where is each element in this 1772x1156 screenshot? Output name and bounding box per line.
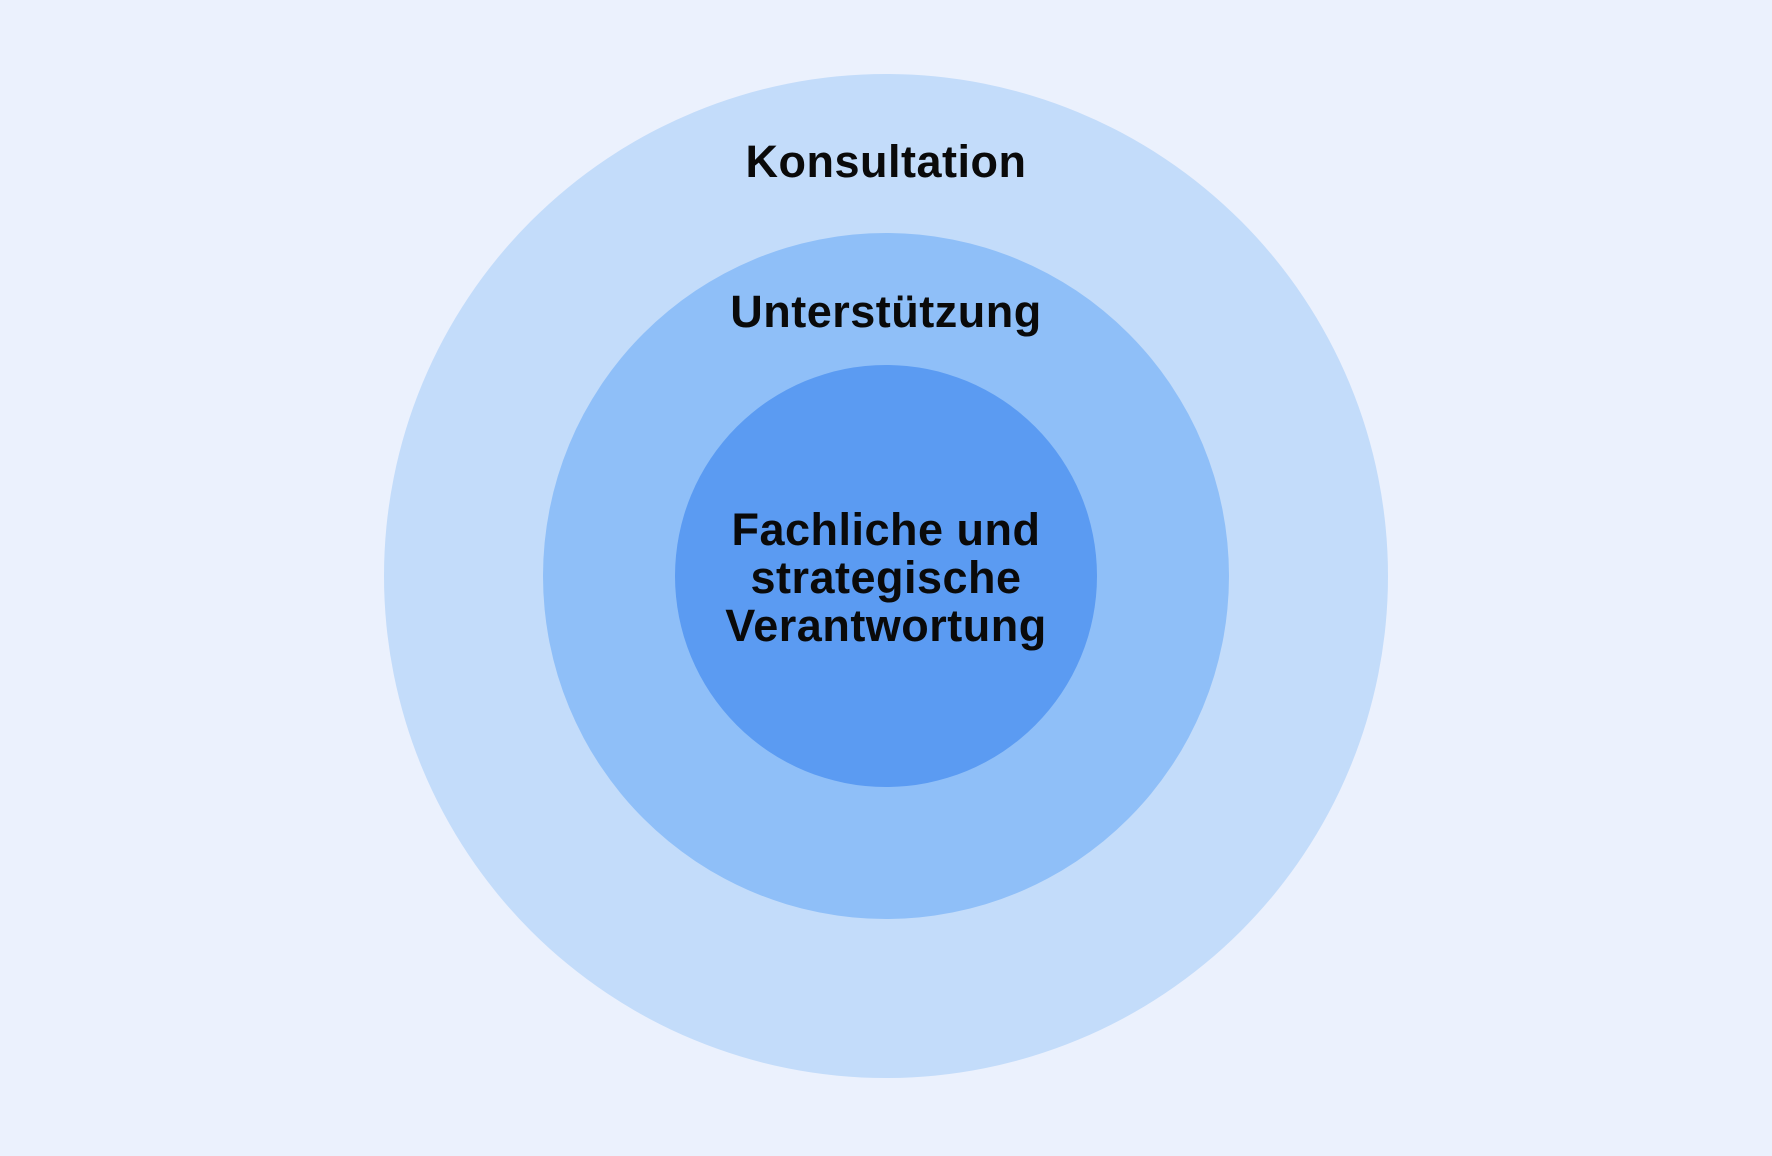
ring-label-verantwortung-line-2: strategische bbox=[750, 552, 1022, 603]
ring-label-konsultation: Konsultation bbox=[745, 136, 1027, 187]
ring-label-verantwortung-line-1: Fachliche und bbox=[731, 504, 1041, 555]
ring-label-unterstuetzung: Unterstützung bbox=[730, 286, 1042, 337]
ring-label-verantwortung: Fachliche und strategische Verantwortung bbox=[0, 506, 1772, 650]
ring-label-verantwortung-line-3: Verantwortung bbox=[725, 600, 1047, 651]
ring-verantwortung bbox=[675, 365, 1097, 787]
